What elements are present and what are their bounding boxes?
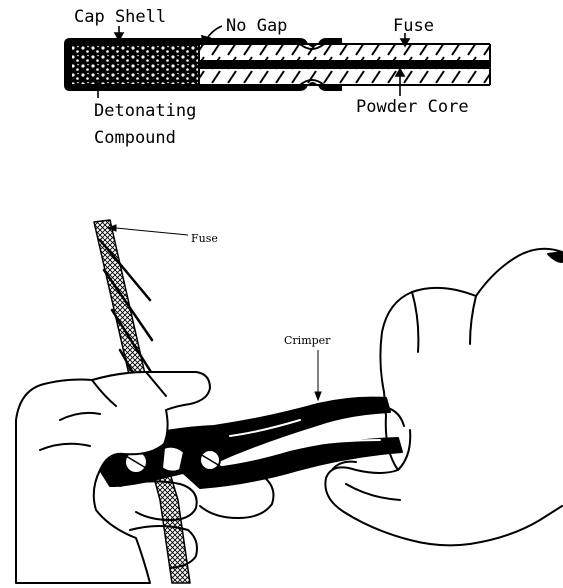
label-fuse-bottom: Fuse [191,232,218,245]
label-fuse-top: Fuse [393,16,434,36]
detonating-compound [72,45,198,84]
label-detonating: Detonating [94,101,196,121]
crimper-tool [99,396,403,489]
label-powder-core: Powder Core [356,97,469,117]
cap-cross-section [64,38,491,91]
label-no-gap: No Gap [226,16,287,36]
label-cap-shell: Cap Shell [74,7,166,27]
powder-core [200,60,490,69]
crimping-illustration [15,219,563,584]
left-hand [15,371,211,584]
label-compound: Compound [94,128,176,148]
top-leader-lines [92,25,411,98]
bottom-leader-lines [106,224,322,402]
label-crimper: Crimper [284,334,331,347]
